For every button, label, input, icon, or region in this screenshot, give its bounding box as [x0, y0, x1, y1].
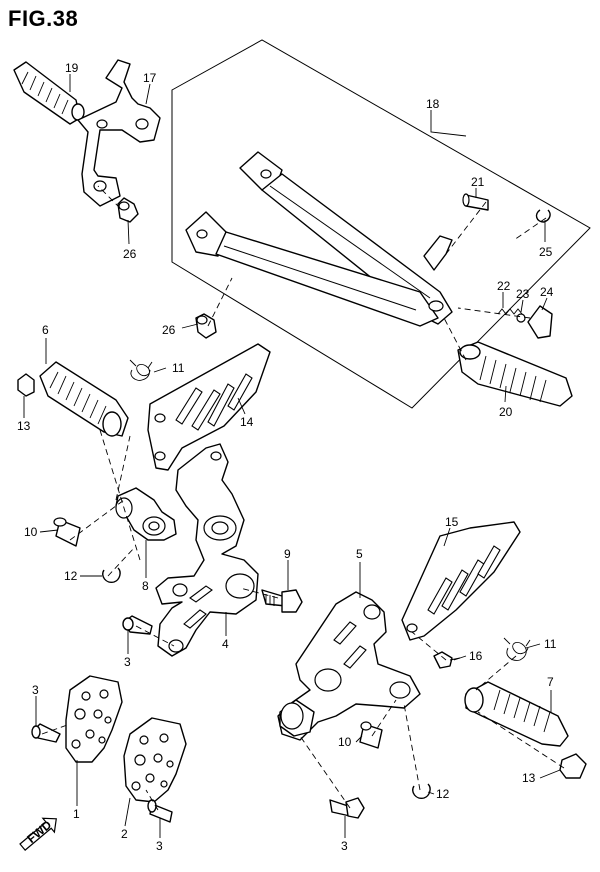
callout-12-left: 12	[64, 569, 78, 583]
callout-26-upper: 26	[123, 247, 137, 261]
callout-9: 9	[284, 547, 291, 561]
part-16-bolt	[433, 651, 461, 669]
part-8-pivot-shaft	[115, 487, 177, 541]
callout-26-lower: 26	[162, 323, 176, 337]
callout-24: 24	[540, 285, 554, 299]
part-9-bolt	[261, 589, 303, 613]
callout-13-right: 13	[522, 771, 536, 785]
callout-15: 15	[445, 515, 459, 529]
part-3-bolt-b	[329, 797, 365, 819]
fwd-arrow-icon: FWD	[19, 817, 57, 851]
callout-3-c: 3	[156, 839, 163, 853]
callout-6: 6	[42, 323, 49, 337]
part-12-clip-right	[412, 783, 431, 800]
part-22-spring	[497, 308, 523, 315]
callout-3-d: 3	[341, 839, 348, 853]
figure-title: FIG.38	[8, 6, 79, 31]
part-14-heel-guard	[147, 343, 271, 471]
callout-22: 22	[497, 279, 511, 293]
part-10-pin-right	[359, 721, 383, 749]
part-13-bolt-right	[559, 753, 587, 779]
callout-21: 21	[471, 175, 485, 189]
callout-11-right: 11	[544, 637, 557, 651]
callout-7: 7	[547, 675, 554, 689]
assembly-dashed-lines	[41, 185, 565, 811]
callout-3-a: 3	[124, 655, 131, 669]
callout-3-b: 3	[32, 683, 39, 697]
leader-lines	[23, 74, 561, 838]
part-21-pin	[462, 193, 489, 211]
part-12-clip-left	[102, 567, 121, 584]
part-15-heel-guard	[401, 521, 521, 641]
callout-14: 14	[240, 415, 254, 429]
callout-20: 20	[499, 405, 513, 419]
part-17-bracket	[77, 59, 161, 207]
part-10-pin-left	[53, 517, 81, 547]
part-3-bolt-a	[122, 615, 153, 635]
part-1-plate	[65, 675, 123, 763]
callout-23: 23	[516, 287, 530, 301]
part-4-bracket	[155, 443, 259, 657]
assembly-box-outline	[171, 39, 591, 409]
callout-1: 1	[73, 807, 80, 821]
part-6-footpeg	[39, 361, 129, 437]
part-11-spring-left	[129, 359, 153, 381]
part-18-bracket	[185, 151, 453, 327]
callout-4: 4	[222, 637, 229, 651]
part-26-bolt-upper	[117, 197, 139, 223]
callout-18: 18	[426, 97, 440, 111]
callout-16: 16	[469, 649, 483, 663]
part-25-clip	[535, 209, 551, 223]
part-24-plate	[527, 305, 553, 339]
callout-8: 8	[142, 579, 149, 593]
callout-25: 25	[539, 245, 553, 259]
callout-11-left: 11	[172, 361, 185, 375]
part-26-bolt-lower	[195, 313, 217, 339]
part-20-footpeg	[457, 341, 573, 407]
callout-19: 19	[65, 61, 79, 75]
part-5-pivot-boss	[279, 699, 315, 737]
part-2-plate	[123, 717, 187, 803]
callout-5: 5	[356, 547, 363, 561]
part-5-bracket	[277, 591, 421, 741]
callout-10-left: 10	[24, 525, 38, 539]
callout-2: 2	[121, 827, 128, 841]
part-13-bolt-left	[17, 373, 35, 397]
callout-17: 17	[143, 71, 157, 85]
callout-12-right: 12	[436, 787, 450, 801]
callout-13-left: 13	[17, 419, 31, 433]
callout-labels: 19 17 18 21 25 26 22 23 24 26 6 11 20 13…	[17, 61, 557, 853]
part-7-footpeg	[464, 681, 569, 747]
part-19-footpeg	[13, 61, 85, 125]
part-11-spring-right	[503, 637, 531, 661]
part-23-ball	[516, 313, 526, 323]
callout-10-right: 10	[338, 735, 352, 749]
